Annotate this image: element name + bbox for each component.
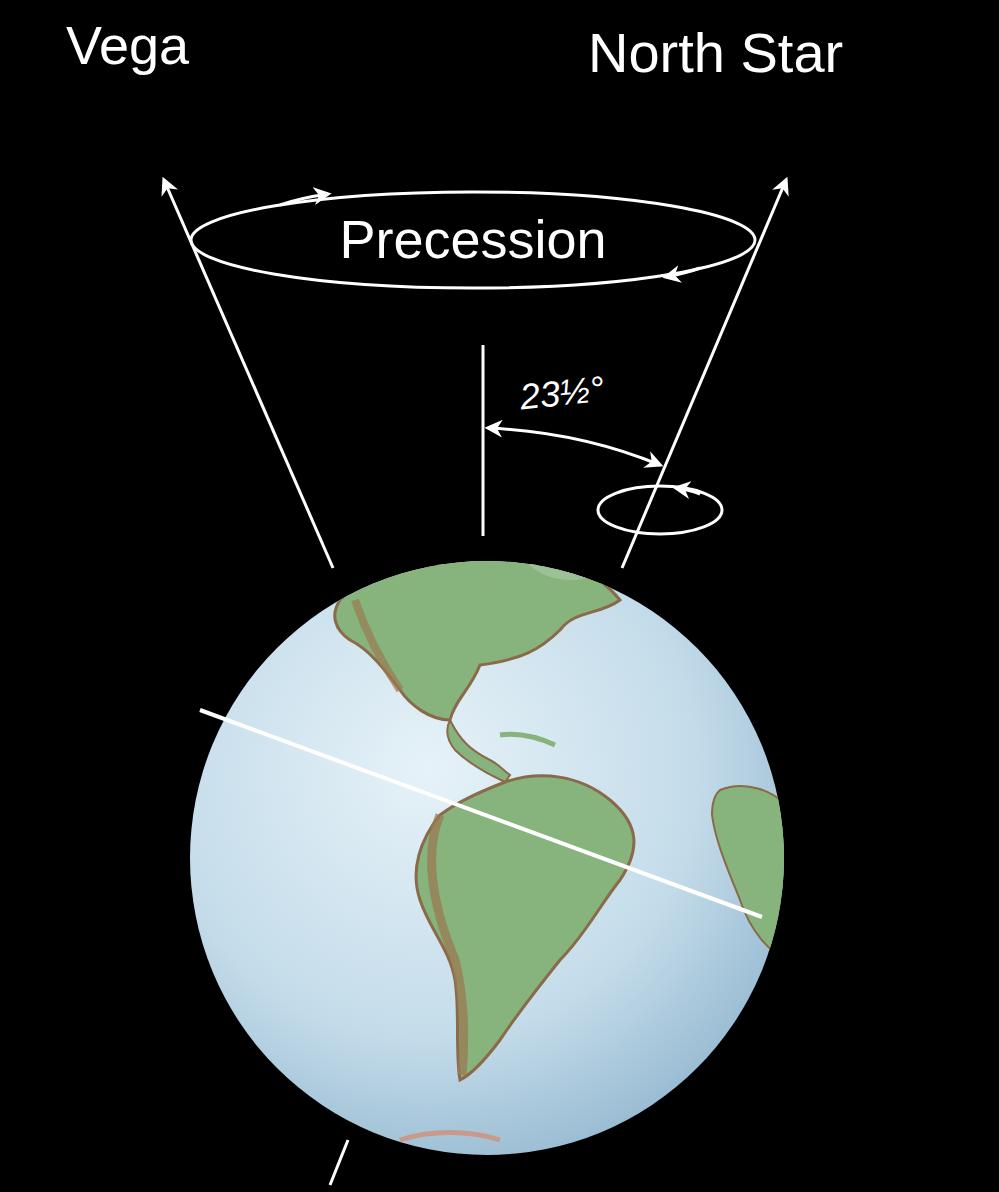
angle-arrow	[488, 428, 660, 465]
vertical-line	[482, 345, 485, 536]
axis-line	[330, 1140, 348, 1185]
equator-line	[200, 710, 762, 917]
angle-label: 23½°	[514, 368, 610, 417]
precession-ellipse	[191, 192, 755, 288]
continents	[335, 540, 790, 1140]
precession-arrow	[280, 194, 328, 205]
rotation-ellipse	[598, 486, 722, 534]
axis-arrow	[164, 180, 333, 568]
precession-arrow	[666, 268, 700, 277]
star-label: Vega	[66, 16, 189, 75]
rotation-arrow	[676, 488, 700, 494]
star-label: North Star	[588, 22, 843, 84]
axis-arrow	[622, 180, 786, 568]
motion-label: Precession	[335, 210, 610, 269]
